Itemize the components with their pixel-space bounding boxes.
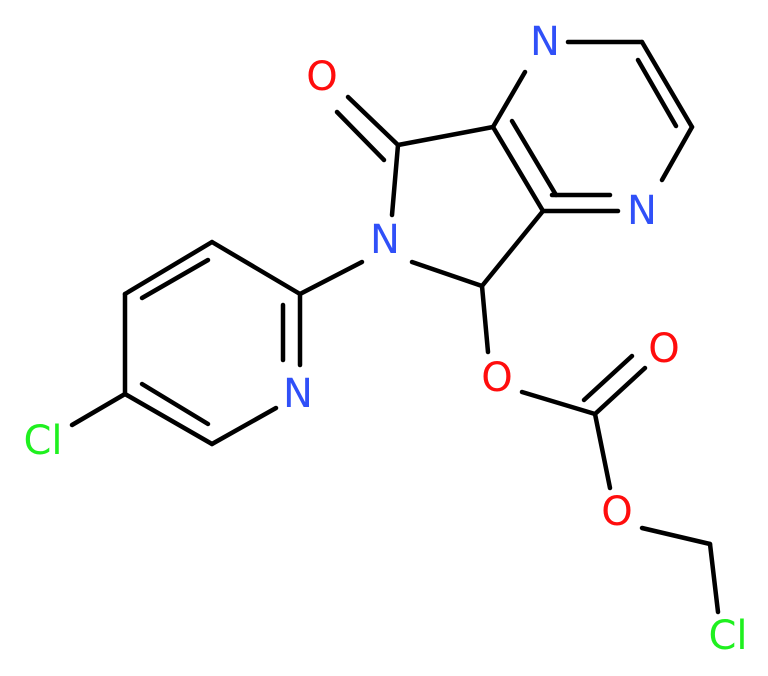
bond [592, 365, 648, 417]
bond [409, 259, 485, 289]
nitrogen-atom-label: N [370, 217, 400, 263]
bond [490, 69, 528, 130]
bond [395, 124, 496, 148]
oxygen-atom-label: O [306, 54, 337, 100]
bond [635, 57, 679, 129]
bond [139, 257, 211, 301]
bond [122, 391, 215, 447]
bond [519, 389, 598, 417]
bond [389, 142, 401, 218]
bond [707, 541, 721, 615]
bond [345, 94, 401, 148]
bond [639, 525, 713, 547]
bond [297, 259, 365, 297]
oxygen-atom-label: O [601, 489, 632, 535]
bonds [69, 39, 721, 615]
bond [581, 353, 635, 403]
bond [122, 239, 215, 297]
chlorine-atom-label: Cl [708, 613, 747, 659]
bond [479, 283, 491, 355]
oxygen-atom-label: O [481, 355, 512, 401]
bond [209, 239, 303, 297]
bond [334, 109, 387, 163]
bond [659, 124, 695, 183]
bond [509, 118, 559, 198]
nitrogen-atom-label: N [627, 188, 657, 234]
bond [479, 208, 546, 289]
oxygen-atom-label: O [648, 326, 679, 372]
bond [592, 411, 613, 491]
atom-labels: N N N N O O O O Cl Cl [23, 19, 747, 659]
bond [139, 381, 211, 427]
nitrogen-atom-label: N [283, 371, 313, 417]
nitrogen-atom-label: N [530, 19, 560, 65]
bond [490, 124, 546, 214]
bond [209, 405, 279, 447]
chlorine-atom-label: Cl [23, 418, 62, 464]
bond [639, 39, 695, 130]
bond [69, 391, 128, 428]
